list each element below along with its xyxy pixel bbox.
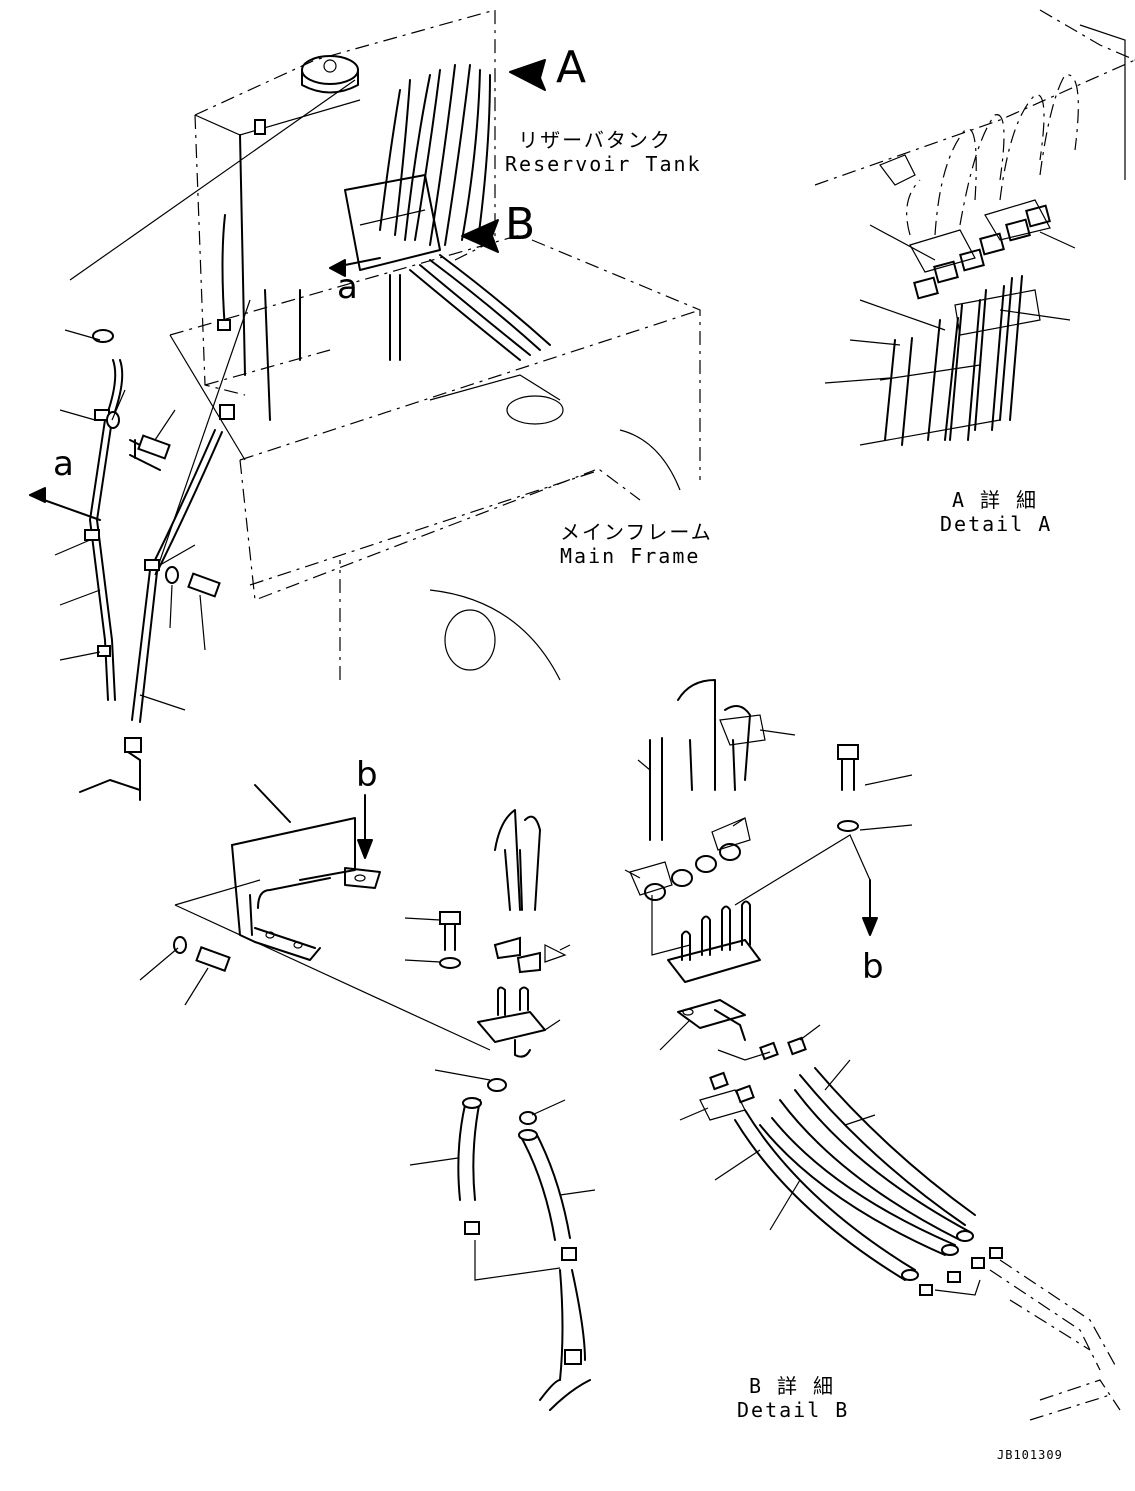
view-letter-b: B [505, 199, 536, 250]
detail-b-caption-jp: B 詳 細 [748, 1374, 836, 1398]
main-frame-caption-en: Main Frame [560, 544, 701, 568]
dipstick-detail [29, 329, 235, 801]
arrow-letter-a-main: a [337, 267, 358, 307]
arrow-letter-b-bracket: b [356, 755, 378, 795]
reservoir-tank-caption-jp: リザーバタンク [518, 128, 672, 152]
detail-a-caption-en: Detail A [940, 512, 1053, 536]
reservoir-tank-caption: リザーバタンク Reservoir Tank [505, 128, 702, 176]
detail-a-caption-jp: A 詳 細 [951, 488, 1039, 512]
mid-hose-detail [404, 809, 596, 1411]
drawing-number: JB101309 [997, 1448, 1063, 1462]
detail-a-caption: A 詳 細 Detail A [940, 488, 1050, 536]
bracket-detail [139, 784, 491, 1051]
reservoir-tank-assembly [69, 9, 701, 681]
arrow-letter-a-side: a [53, 444, 74, 484]
view-letter-a: A [556, 42, 587, 93]
view-arrow-b [461, 219, 499, 253]
detail-b-caption-en: Detail B [737, 1398, 850, 1422]
arrow-letter-b-detail: b [862, 947, 884, 987]
reservoir-tank-caption-en: Reservoir Tank [505, 152, 702, 176]
detail-a [814, 9, 1135, 446]
detail-b-caption: B 詳 細 Detail B [737, 1374, 847, 1422]
main-frame-caption-jp: メインフレーム [560, 520, 713, 544]
view-arrow-a [509, 59, 546, 91]
detail-b [624, 679, 1121, 1421]
main-frame-caption: メインフレーム Main Frame [560, 520, 713, 568]
